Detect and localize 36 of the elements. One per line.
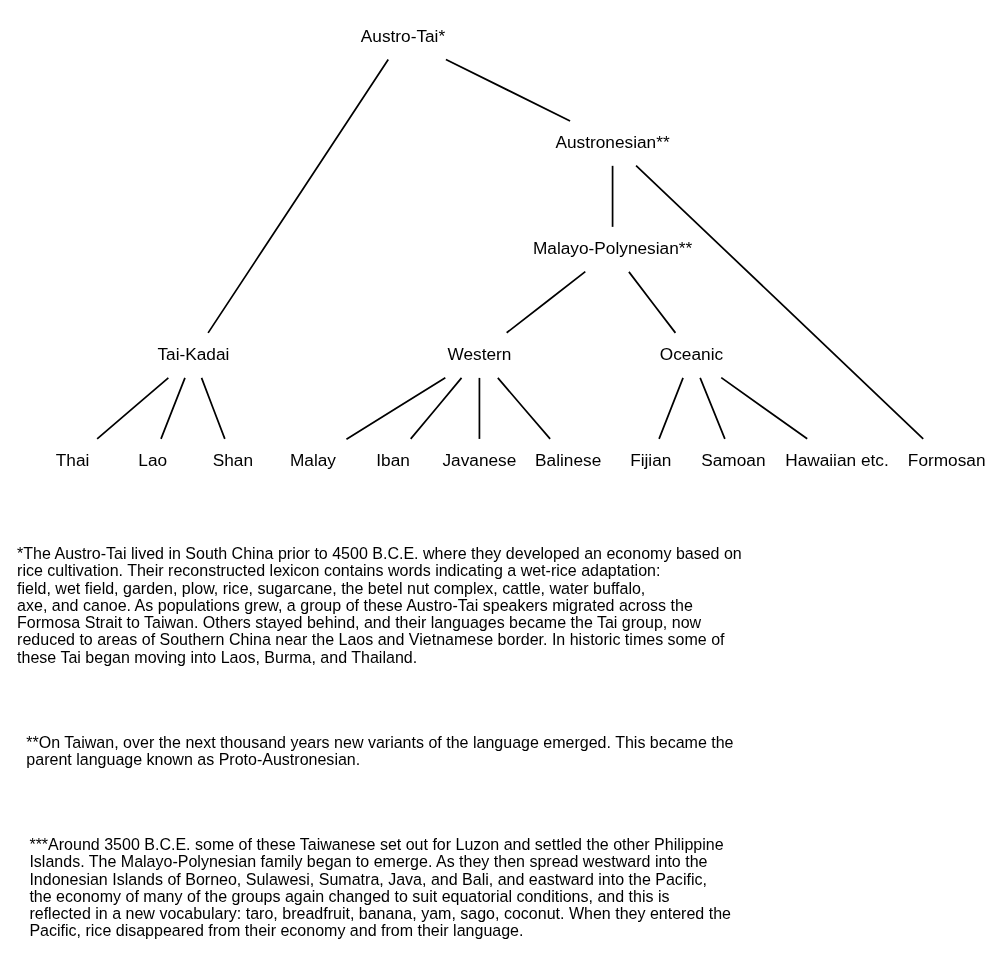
- node-text: Shan: [212, 449, 253, 470]
- connector: [96, 376, 170, 440]
- connector: [445, 58, 571, 122]
- node-text: Balinese: [535, 449, 602, 470]
- connector: [409, 376, 463, 440]
- label: **On Taiwan, over the next thousand years new variants of the language emerged. This became the parent language known as Proto-Austronesian.: [26, 732, 734, 768]
- node-text: Malayo-Polynesian**: [532, 237, 693, 258]
- label: *The Austro-Tai lived in South China prior to 4500 B.C.E. where they developed an economy based on rice cultivation. Their reconstructed lexicon contains words indicating a wet-rice adaptation: field, wet field, garden, plow, rice, sugarcane, the betel nut complex, cattle, water buffalo, axe, and canoe. As populations grew, a group of these Austro-Tai speakers migrated across the Formosa Strait to Taiwan. Others stayed behind, and their languages became the Tai group, now reduced to areas of Southern China near the Laos and Vietnamese border. In historic times some of these Tai began moving into Laos, Burma, and Thailand.: [17, 543, 742, 666]
- node-text: Austronesian**: [555, 131, 670, 152]
- connector: [496, 376, 551, 440]
- node-text: Tai-Kadai: [157, 343, 230, 364]
- node-text: Iban: [376, 449, 410, 470]
- node-text: Thai: [55, 449, 90, 470]
- node-text: Fijian: [630, 449, 672, 470]
- node-text: Malay: [289, 449, 336, 470]
- connector: [478, 376, 481, 440]
- connector: [207, 58, 390, 334]
- node-text: Austro-Tai*: [360, 25, 446, 46]
- connector: [628, 270, 677, 334]
- connector: [658, 376, 684, 440]
- connector: [720, 376, 809, 440]
- node-text: Samoan: [701, 449, 766, 470]
- node-text: Lao: [138, 449, 168, 470]
- connector: [505, 270, 587, 334]
- node-text: Western: [447, 343, 512, 364]
- node-text: Formosan: [907, 449, 986, 470]
- node-text: Hawaiian etc.: [785, 449, 889, 470]
- connector: [160, 376, 186, 440]
- connector: [200, 376, 226, 440]
- node-text: Javanese: [442, 449, 517, 470]
- connector: [611, 164, 614, 228]
- label: ***Around 3500 B.C.E. some of these Taiwanese set out for Luzon and settled the other Philippine Islands. The Malayo-Polynesian family began to emerge. As they then spread westward into the Indonesian Islands of Borneo, Sulawesi, Sumatra, Java, and Bali, and eastward into the Pacific, the economy of many of the groups again changed to suit equatorial conditions, and this is reflected in a new vocabulary: taro, breadfruit, banana, yam, sago, coconut. When they entered the Pacific, rice disappeared from their economy and from their language.: [29, 834, 731, 939]
- node-text: Oceanic: [659, 343, 724, 364]
- connector: [699, 376, 726, 440]
- connector: [345, 376, 447, 440]
- connector: [635, 164, 925, 440]
